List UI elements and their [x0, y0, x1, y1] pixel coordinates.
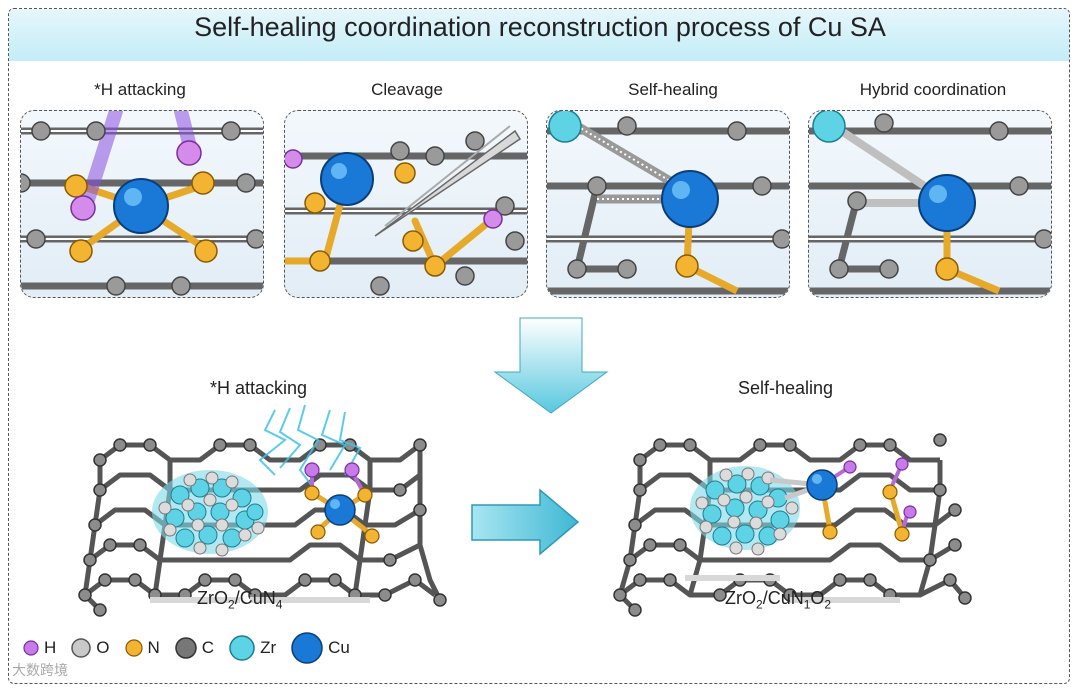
- panel-label-cleavage: Cleavage: [371, 80, 443, 99]
- panel-label-hybrid-coordination: Hybrid coordination: [859, 80, 1007, 99]
- figure-frame: [8, 8, 1070, 684]
- title-band: [9, 9, 1069, 61]
- h-attacking-structure: [21, 111, 263, 296]
- left-cu-site: [304, 462, 380, 544]
- legend-item-zr: Zr: [228, 634, 276, 662]
- panel-label-self-healing: Self-healing: [628, 80, 718, 99]
- right-arrow-icon: [471, 488, 580, 556]
- hybrid-coordination-structure: [809, 111, 1051, 295]
- panel-h-attacking: [20, 110, 264, 298]
- right-cu-site: [769, 457, 917, 542]
- left-formula: ZrO2/CuN4: [197, 588, 283, 612]
- figure-title: Self-healing coordination reconstruction…: [194, 12, 886, 42]
- legend: H O N C Zr Cu: [22, 631, 364, 665]
- down-arrow-icon: [493, 317, 609, 414]
- cleavage-structure: [285, 125, 527, 296]
- watermark: 大数跨境: [12, 662, 68, 678]
- bottom-left-label: *H attacking: [210, 378, 308, 398]
- right-formula: ZrO2/CuN1O2: [725, 588, 832, 612]
- panel-cleavage: [284, 110, 528, 298]
- legend-item-cu: Cu: [290, 631, 350, 665]
- panel-self-healing: [546, 110, 790, 298]
- left-zro2-cluster: [152, 470, 268, 557]
- bottom-right-label: Self-healing: [738, 378, 834, 398]
- hydrogen-attack-lightning: [258, 404, 362, 491]
- panel-label-h-attacking: *H attacking: [94, 80, 186, 99]
- right-zro2-cluster: [690, 466, 800, 556]
- panel-hybrid-coordination: [808, 110, 1052, 298]
- self-healing-structure: [547, 111, 789, 295]
- legend-item-h: H: [22, 638, 56, 658]
- legend-item-n: N: [124, 638, 160, 658]
- scissors-icon: [374, 125, 522, 237]
- legend-item-o: O: [70, 637, 110, 659]
- legend-item-c: C: [174, 636, 214, 660]
